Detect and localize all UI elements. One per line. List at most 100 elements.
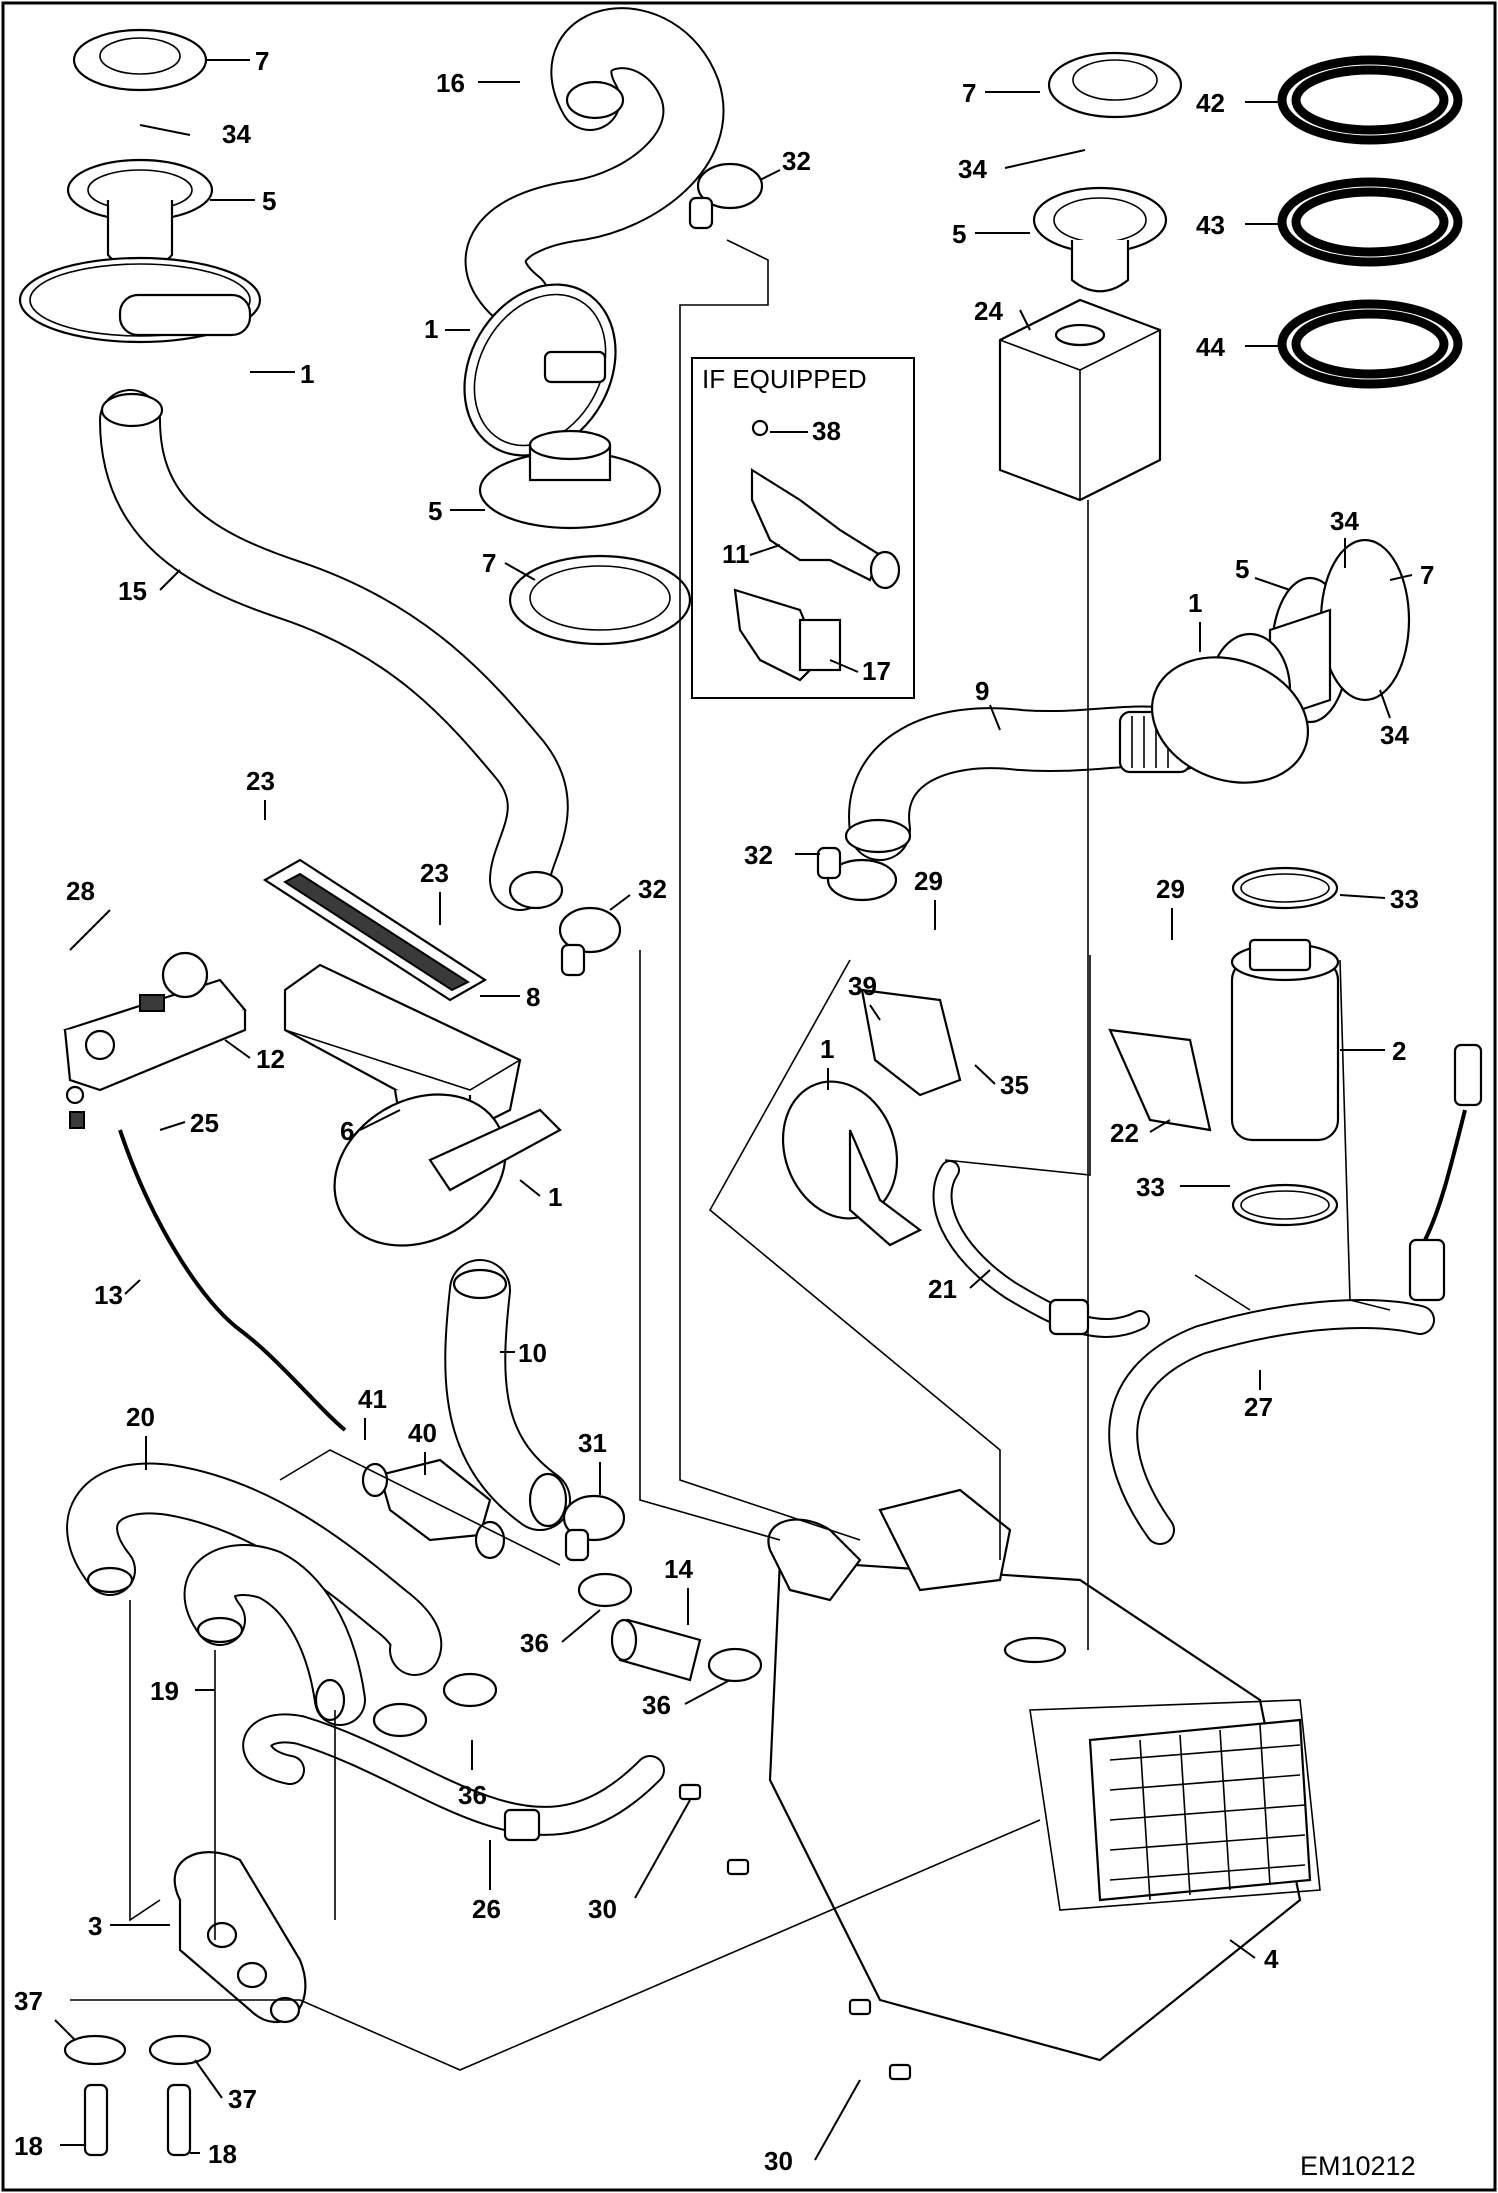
callout-c-8: 8 (526, 982, 540, 1012)
duct-hose-16 (464, 7, 725, 331)
callout-leader-c-34d (1379, 689, 1391, 719)
hvac-housing-4 (767, 1488, 1321, 2062)
callout-leader-c-36a (561, 1609, 601, 1643)
callout-leader-c-21 (969, 1269, 991, 1289)
callout-c-36b: 36 (642, 1690, 671, 1720)
clamp-37-left (63, 2034, 127, 2066)
callout-leader-c-7b (504, 562, 536, 581)
callout-c-5d: 5 (1235, 554, 1249, 584)
control-cable-13 (118, 1129, 347, 1432)
clamp-32-right (816, 846, 898, 902)
callout-c-15: 15 (118, 576, 147, 606)
callout-leader-c-7d (1389, 574, 1413, 581)
callout-c-29a: 29 (914, 866, 943, 896)
filter-box-24 (998, 298, 1162, 502)
callout-c-44: 44 (1196, 332, 1225, 362)
callout-c-17: 17 (862, 656, 891, 686)
water-valve-40 (361, 1458, 506, 1560)
callout-leader-c-13 (124, 1279, 141, 1295)
callout-c-3: 3 (88, 1911, 102, 1941)
receiver-drier-2 (1230, 938, 1340, 1142)
callout-c-34b: 34 (958, 154, 987, 184)
callout-c-18b: 18 (208, 2139, 237, 2169)
bracket-22 (1108, 1028, 1212, 1132)
fitting-18-right (166, 2083, 192, 2157)
duct-hose-15 (99, 389, 569, 911)
callout-leader-c-33a (1339, 894, 1386, 899)
vent-louver-7-top-left (72, 28, 208, 92)
callout-leader-c-11 (749, 544, 781, 556)
callout-c-24: 24 (974, 296, 1003, 326)
callout-c-37a: 37 (14, 1986, 43, 2016)
callout-c-7d: 7 (1420, 560, 1434, 590)
vent-housing-5-top-left (18, 158, 262, 344)
callout-c-23a: 23 (246, 766, 275, 796)
callout-c-9: 9 (975, 676, 989, 706)
callout-leader-c-39 (869, 1004, 881, 1021)
callout-c-1a: 1 (300, 359, 314, 389)
filter-8 (262, 858, 488, 1002)
callout-c-7c: 7 (962, 78, 976, 108)
clamp-36-b (707, 1647, 763, 1683)
callout-leader-c-4 (1229, 1939, 1256, 1959)
callout-c-14: 14 (664, 1554, 693, 1584)
leader-lines (70, 239, 1391, 2071)
if-equipped-box: IF EQUIPPED (691, 357, 915, 699)
vent-assembly-center (463, 283, 692, 646)
callout-c-43: 43 (1196, 210, 1225, 240)
clamp-32-mid (558, 906, 622, 977)
callout-c-34d: 34 (1380, 720, 1409, 750)
callout-c-26: 26 (472, 1894, 501, 1924)
vent-assembly-side-right (1150, 538, 1411, 784)
coil-42 (1277, 55, 1463, 145)
clamp-32-top (688, 162, 764, 230)
callout-c-7b: 7 (482, 548, 496, 578)
callout-leader-c-32a (759, 169, 781, 181)
callout-leader-c-36b (684, 1679, 731, 1705)
clamp-37-right (148, 2034, 212, 2066)
refrigerant-line-27 (1108, 1299, 1435, 1545)
screw-30-set (678, 1783, 912, 2081)
callout-c-11: 11 (722, 539, 750, 569)
callout-leader-c-17 (829, 659, 859, 673)
callout-c-20: 20 (126, 1402, 155, 1432)
callout-c-29b: 29 (1156, 874, 1185, 904)
callout-leader-c-28 (69, 909, 111, 951)
callout-c-13: 13 (94, 1280, 123, 1310)
callout-c-1d: 1 (548, 1182, 562, 1212)
duct-hose-9 (844, 705, 1211, 861)
callout-leader-c-34b (1004, 149, 1086, 169)
callout-c-34c: 34 (1330, 506, 1359, 536)
clamp-33-bottom (1231, 1183, 1339, 1227)
callout-c-34a: 34 (222, 119, 251, 149)
callout-c-4: 4 (1264, 1944, 1279, 1974)
if-equipped-title: IF EQUIPPED (702, 364, 867, 394)
callout-leader-c-37a (54, 2019, 76, 2041)
callout-leader-c-34a (139, 124, 191, 136)
callout-c-39: 39 (848, 971, 877, 1001)
drawing-id: EM10212 (1300, 2151, 1416, 2181)
callout-c-22: 22 (1110, 1118, 1139, 1148)
callout-leader-c-32b (609, 894, 631, 911)
callout-c-5a: 5 (262, 186, 276, 216)
callout-leader-c-37b (194, 2059, 223, 2099)
callout-c-2: 2 (1392, 1036, 1406, 1066)
callout-c-21: 21 (928, 1274, 957, 1304)
callout-leader-c-9 (989, 704, 1001, 731)
callout-c-1b: 1 (424, 314, 438, 344)
callout-c-1e: 1 (820, 1034, 834, 1064)
callout-leader-c-12 (224, 1039, 251, 1059)
callout-c-32b: 32 (638, 874, 667, 904)
callout-leader-c-5d (1254, 577, 1291, 591)
callout-c-19: 19 (150, 1676, 179, 1706)
vent-assembly-right (1032, 51, 1183, 293)
coil-43 (1277, 177, 1463, 267)
manifold-3 (173, 1851, 307, 2024)
callout-c-1c: 1 (1188, 588, 1202, 618)
callout-leader-c-22 (1149, 1119, 1171, 1133)
bracket-39 (860, 988, 962, 1097)
callout-c-27: 27 (1244, 1392, 1273, 1422)
